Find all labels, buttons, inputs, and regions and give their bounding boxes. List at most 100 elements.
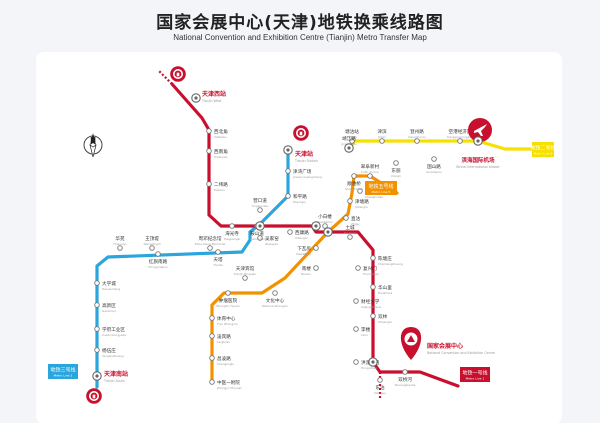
station-label: 华山里 xyxy=(378,284,392,291)
poi-label-tianjin-south: 天津南站 xyxy=(104,370,128,378)
station-label-en: Haiguangsi xyxy=(224,237,240,241)
station-dot[interactable] xyxy=(347,198,353,204)
station-dot[interactable] xyxy=(355,265,361,271)
station-label-en: Tucheng xyxy=(343,231,356,235)
station-dot[interactable] xyxy=(377,377,383,383)
legend-line-5 xyxy=(365,181,397,195)
station-dot[interactable] xyxy=(206,148,212,154)
station-label-en: Jinwan Guangchang xyxy=(292,175,322,179)
station-dot[interactable] xyxy=(155,251,161,257)
station-dot[interactable] xyxy=(343,215,349,221)
station-dot[interactable] xyxy=(357,188,363,194)
station-dot[interactable] xyxy=(209,379,215,385)
station-dot[interactable] xyxy=(94,280,100,286)
station-label-en: Xiaobailou xyxy=(317,220,332,224)
station-dot[interactable] xyxy=(313,245,319,251)
station-label-en: Donggu xyxy=(374,391,385,395)
station-label-en: Chenglindao xyxy=(365,195,383,199)
station-label-en: Konggang Jingjiqu xyxy=(447,135,473,139)
station-dot[interactable] xyxy=(353,298,359,304)
station-label: 中医一附院 xyxy=(217,379,240,386)
station-dot[interactable] xyxy=(209,315,215,321)
station-dot[interactable] xyxy=(322,223,328,229)
station-label-en: Changlinglu xyxy=(217,362,234,366)
station-dot[interactable] xyxy=(206,181,212,187)
station-dot[interactable] xyxy=(351,173,357,179)
station-label-en: Shunchiqiao xyxy=(345,187,363,191)
station-label: 西北角 xyxy=(214,128,228,135)
station-dot[interactable] xyxy=(206,128,212,134)
station-dot[interactable] xyxy=(94,326,100,332)
station-label-en: Zhou-Deng Memorial xyxy=(195,242,226,246)
station-label: 和平路 xyxy=(293,193,307,200)
station-label-en: Shuangqiaohe xyxy=(395,383,416,387)
station-dot[interactable] xyxy=(402,369,408,375)
station-dot[interactable] xyxy=(257,207,263,213)
station-dot[interactable] xyxy=(347,234,353,240)
station-label-en: Wangdingdi xyxy=(143,242,160,246)
station-dot[interactable] xyxy=(370,284,376,290)
legend-line-2-label: 地铁二号线 xyxy=(530,145,555,152)
station-label: 二纬路 xyxy=(214,181,228,188)
map-title: 国家会展中心(天津)地铁换乘线路图 xyxy=(156,13,444,33)
station-dot[interactable] xyxy=(94,347,100,353)
station-dot[interactable] xyxy=(287,229,293,235)
station-dot[interactable] xyxy=(353,359,359,365)
station-label-en: Dengzhoulu xyxy=(408,135,425,139)
station-labels: 西北角Xibeijiao西南角Xinanjiao二纬路Erweilu海光寺Hai… xyxy=(102,128,473,395)
station-dot[interactable] xyxy=(215,249,221,255)
station-dot[interactable] xyxy=(431,156,437,162)
station-dot[interactable] xyxy=(285,193,291,199)
station-label: 靖江路 xyxy=(342,135,356,142)
legend-line-3 xyxy=(48,364,78,379)
poi-label-en: Tianjin Station xyxy=(294,159,318,163)
station-dot[interactable] xyxy=(229,223,235,229)
station-label-en: Gaoxinqu xyxy=(102,309,116,313)
station-dot[interactable] xyxy=(285,168,291,174)
station-dot[interactable] xyxy=(207,245,213,251)
station-dot[interactable] xyxy=(272,290,278,296)
station-label: 塘沽站 xyxy=(345,128,359,135)
station-label: 津湾广场 xyxy=(293,168,312,175)
station-label: 杨伍庄 xyxy=(102,347,116,354)
station-dot[interactable] xyxy=(257,235,263,241)
station-dot[interactable] xyxy=(414,138,420,144)
poi-label-en: Tianjin West xyxy=(201,99,222,103)
station-label: 复兴门 xyxy=(363,265,377,272)
station-dot[interactable] xyxy=(225,290,231,296)
station-label: 土城 xyxy=(345,224,355,231)
station-dot[interactable] xyxy=(209,355,215,361)
station-dot[interactable] xyxy=(393,160,399,166)
station-dot[interactable] xyxy=(242,275,248,281)
station-label: 津滨 xyxy=(377,128,387,135)
station-dot[interactable] xyxy=(117,245,123,251)
station-label: 津塘路 xyxy=(355,198,369,205)
station-label: 小白楼 xyxy=(318,213,332,220)
station-dot[interactable] xyxy=(94,302,100,308)
station-label-en: Xinanjiao xyxy=(214,155,228,159)
station-dot[interactable] xyxy=(349,138,355,144)
station-label: 天塔 xyxy=(213,256,223,263)
station-dot[interactable] xyxy=(367,173,373,179)
station-label-en: Guoshanlu xyxy=(426,170,442,174)
station-dot[interactable] xyxy=(379,138,385,144)
north-arrow-icon xyxy=(90,133,96,145)
station-label: 海光寺 xyxy=(225,230,239,237)
station-label: 肿瘤医院 xyxy=(219,297,238,304)
station-label: 红旗南路 xyxy=(149,258,168,265)
station-dot[interactable] xyxy=(370,255,376,261)
station-label-en: Wenhua Zhongxin xyxy=(262,304,288,308)
station-dot[interactable] xyxy=(313,265,319,271)
station-label: 营口道 xyxy=(253,197,267,204)
station-label-en: Zhongyi Yifuyuan xyxy=(217,386,242,390)
station-dot[interactable] xyxy=(353,326,359,332)
station-label: 周邓纪念馆 xyxy=(199,235,222,242)
station-dot[interactable] xyxy=(209,333,215,339)
station-dot[interactable] xyxy=(457,138,463,144)
station-dot[interactable] xyxy=(370,313,376,319)
legend-line-3-label-en: Metro Line 3 xyxy=(54,374,73,378)
station-label: 双桥河 xyxy=(398,376,412,383)
station-dot[interactable] xyxy=(149,245,155,251)
